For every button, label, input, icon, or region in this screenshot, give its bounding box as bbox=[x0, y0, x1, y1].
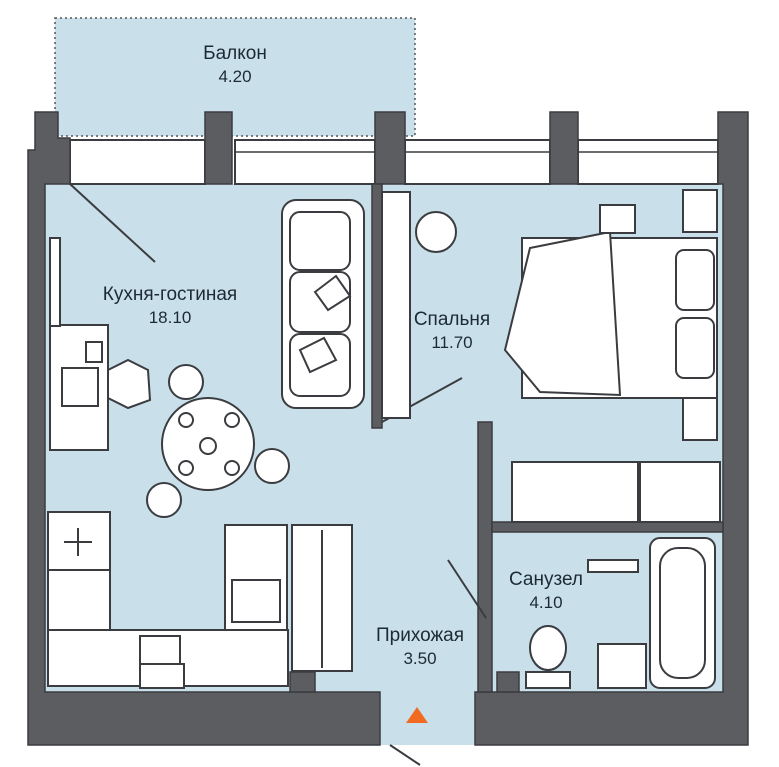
room-label-bathroom: Санузел 4.10 bbox=[509, 568, 583, 613]
entrance-icon bbox=[406, 707, 428, 723]
room-label-bedroom: Спальня 11.70 bbox=[414, 308, 490, 353]
room-area: 18.10 bbox=[148, 307, 192, 327]
desk bbox=[49, 237, 152, 451]
room-name: Санузел bbox=[508, 569, 584, 590]
bed bbox=[503, 189, 718, 441]
bathroom-fixtures bbox=[525, 537, 716, 689]
walls bbox=[27, 111, 749, 746]
dining-table bbox=[146, 364, 290, 518]
room-area: 3.50 bbox=[403, 648, 437, 668]
room-label-kitchen: Кухня-гостиная 18.10 bbox=[103, 283, 237, 328]
room-name: Спальня bbox=[413, 309, 491, 330]
kitchen-counters bbox=[47, 511, 289, 689]
room-area: 4.10 bbox=[529, 592, 563, 612]
hallway-wardrobe bbox=[291, 524, 353, 672]
room-label-balcony: Балкон 4.20 bbox=[203, 42, 267, 87]
room-name: Кухня-гостиная bbox=[102, 284, 238, 305]
sofa bbox=[281, 199, 365, 409]
balcony-floor bbox=[54, 17, 416, 137]
room-area: 4.20 bbox=[218, 66, 252, 86]
room-name: Балкон bbox=[203, 43, 267, 64]
room-name: Прихожая bbox=[375, 625, 465, 646]
bedroom-wardrobe bbox=[511, 461, 721, 523]
room-area: 11.70 bbox=[431, 332, 473, 352]
bedroom-desk bbox=[381, 191, 457, 419]
windows bbox=[69, 139, 719, 185]
room-label-hallway: Прихожая 3.50 bbox=[376, 624, 464, 669]
